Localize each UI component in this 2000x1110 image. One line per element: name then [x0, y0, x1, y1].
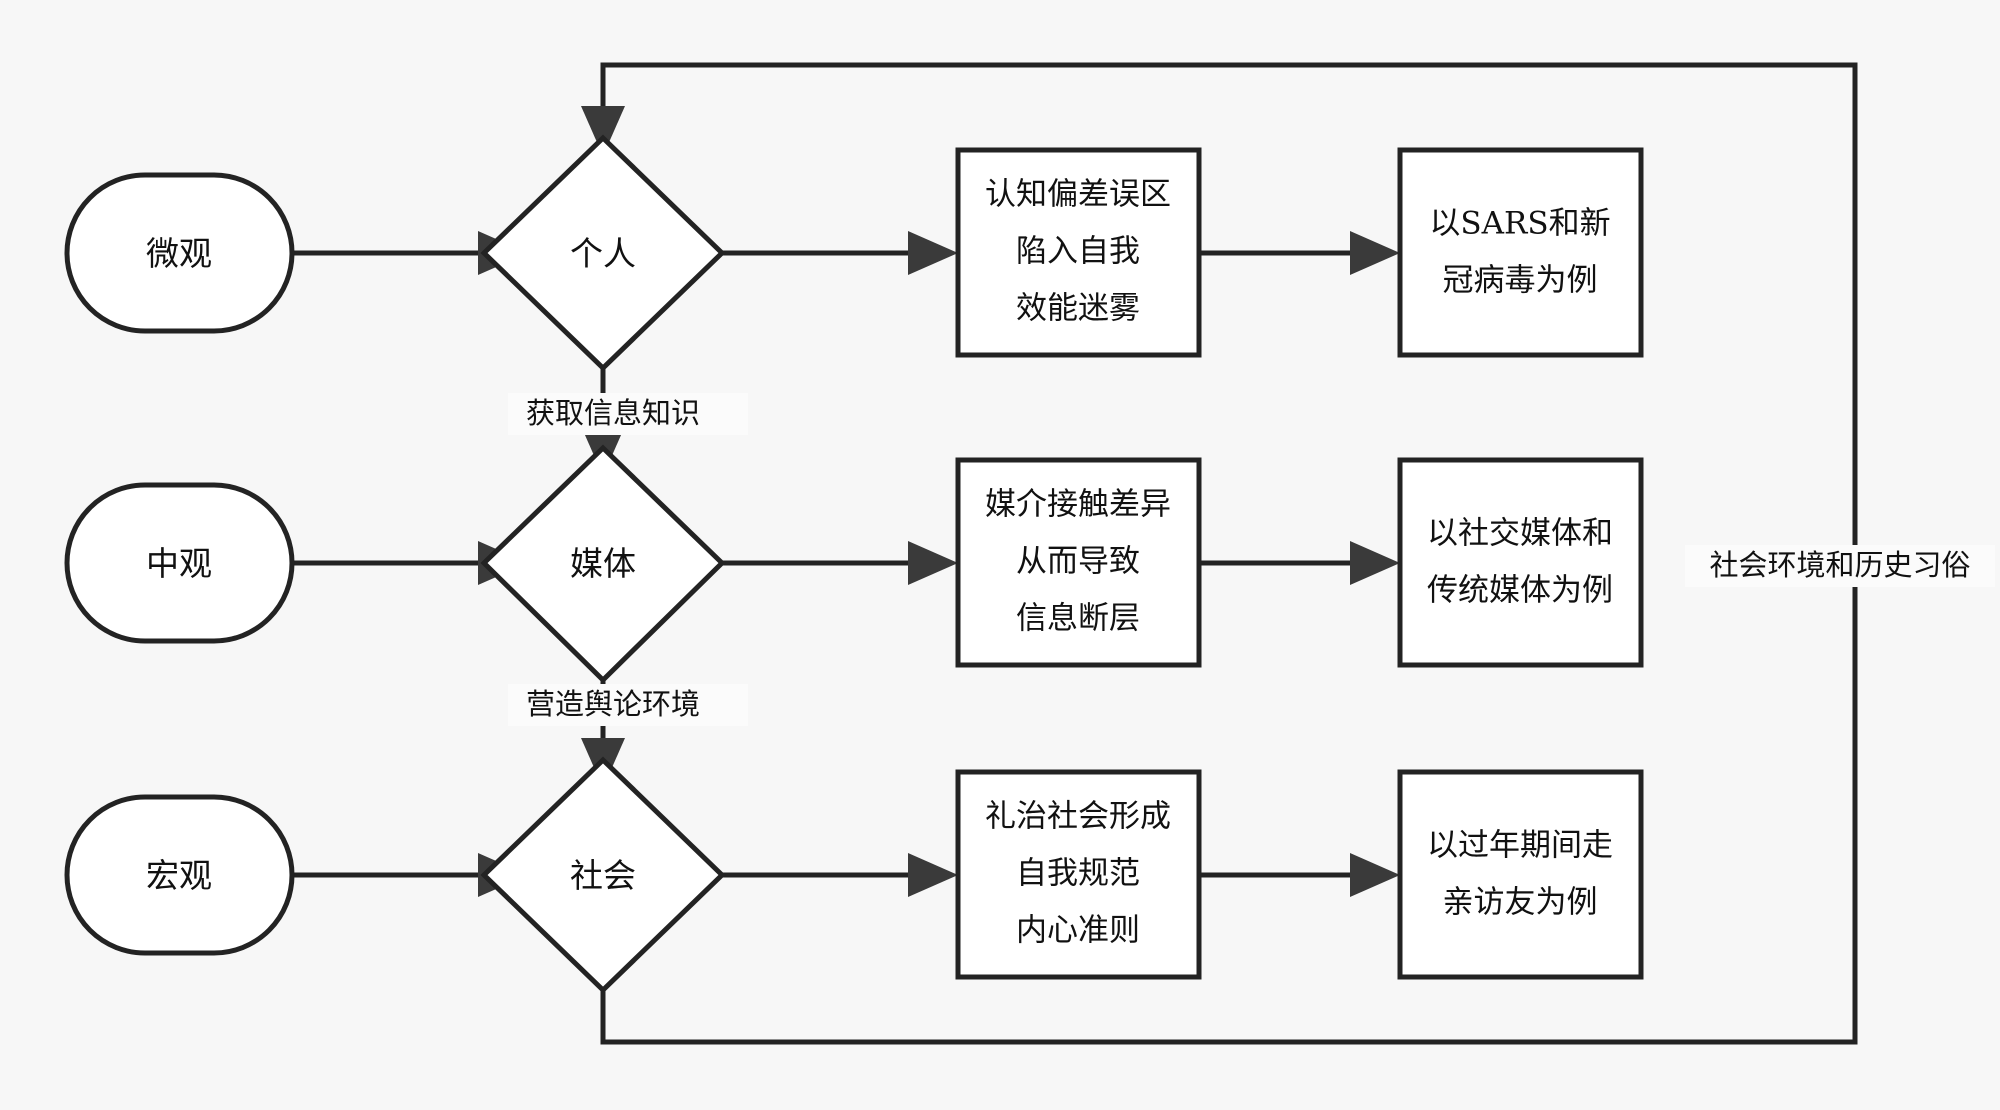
edge-label-social-env: 社会环境和历史习俗: [1685, 545, 1995, 587]
terminator-macro[interactable]: 宏观: [64, 794, 295, 956]
terminator-meso-label: 中观: [146, 544, 212, 583]
process-p1-line1: 认知偏差误区: [985, 177, 1171, 213]
example-box-e2[interactable]: 以社交媒体和 传统媒体为例: [1397, 457, 1644, 668]
process-p1-line3: 效能迷雾: [1016, 291, 1140, 327]
process-box-p2[interactable]: 媒介接触差异 从而导致 信息断层: [955, 457, 1202, 668]
terminator-micro-label: 微观: [146, 234, 212, 273]
process-p1-line2: 陷入自我: [1016, 234, 1140, 270]
edge-label-public-opinion-text: 营造舆论环境: [526, 687, 700, 721]
example-e1-line2: 冠病毒为例: [1443, 263, 1598, 299]
edge-individual-to-p1: [722, 231, 958, 275]
edge-p2-to-e2: [1199, 541, 1400, 585]
example-e2-line2: 传统媒体为例: [1427, 573, 1613, 609]
terminator-micro[interactable]: 微观: [64, 172, 295, 334]
decision-media-label: 媒体: [570, 544, 636, 583]
decision-society-label: 社会: [570, 856, 636, 895]
edge-label-social-env-text: 社会环境和历史习俗: [1709, 548, 1970, 582]
terminator-macro-label: 宏观: [146, 856, 212, 895]
process-p3-line2: 自我规范: [1016, 856, 1140, 892]
process-box-p3[interactable]: 礼治社会形成 自我规范 内心准则: [955, 769, 1202, 980]
process-p3-line1: 礼治社会形成: [985, 799, 1171, 835]
decision-individual-label: 个人: [570, 234, 636, 273]
process-p2-line1: 媒介接触差异: [985, 487, 1171, 523]
edge-p3-to-e3: [1199, 853, 1400, 897]
edge-label-public-opinion: 营造舆论环境: [508, 684, 748, 726]
decision-media[interactable]: 媒体: [480, 444, 726, 684]
edge-media-to-p2: [722, 541, 958, 585]
example-e3-line1: 以过年期间走: [1427, 828, 1613, 864]
edge-label-acquire-info-text: 获取信息知识: [526, 396, 700, 430]
example-e3-line2: 亲访友为例: [1443, 885, 1598, 921]
edge-feedback-loop: [581, 62, 1858, 1045]
decision-individual[interactable]: 个人: [480, 134, 726, 372]
example-e2-line1: 以社交媒体和: [1427, 516, 1613, 552]
edge-label-acquire-info: 获取信息知识: [508, 393, 748, 435]
process-box-p1[interactable]: 认知偏差误区 陷入自我 效能迷雾: [955, 147, 1202, 358]
process-p3-line3: 内心准则: [1016, 913, 1140, 949]
example-box-e1[interactable]: 以SARS和新 冠病毒为例: [1397, 147, 1644, 358]
edge-p1-to-e1: [1199, 231, 1400, 275]
edge-society-to-p3: [722, 853, 958, 897]
process-p2-line3: 信息断层: [1016, 601, 1140, 637]
example-e1-line1: 以SARS和新: [1429, 206, 1610, 242]
decision-society[interactable]: 社会: [480, 756, 726, 994]
example-box-e3[interactable]: 以过年期间走 亲访友为例: [1397, 769, 1644, 980]
terminator-meso[interactable]: 中观: [64, 482, 295, 644]
process-p2-line2: 从而导致: [1016, 544, 1140, 580]
